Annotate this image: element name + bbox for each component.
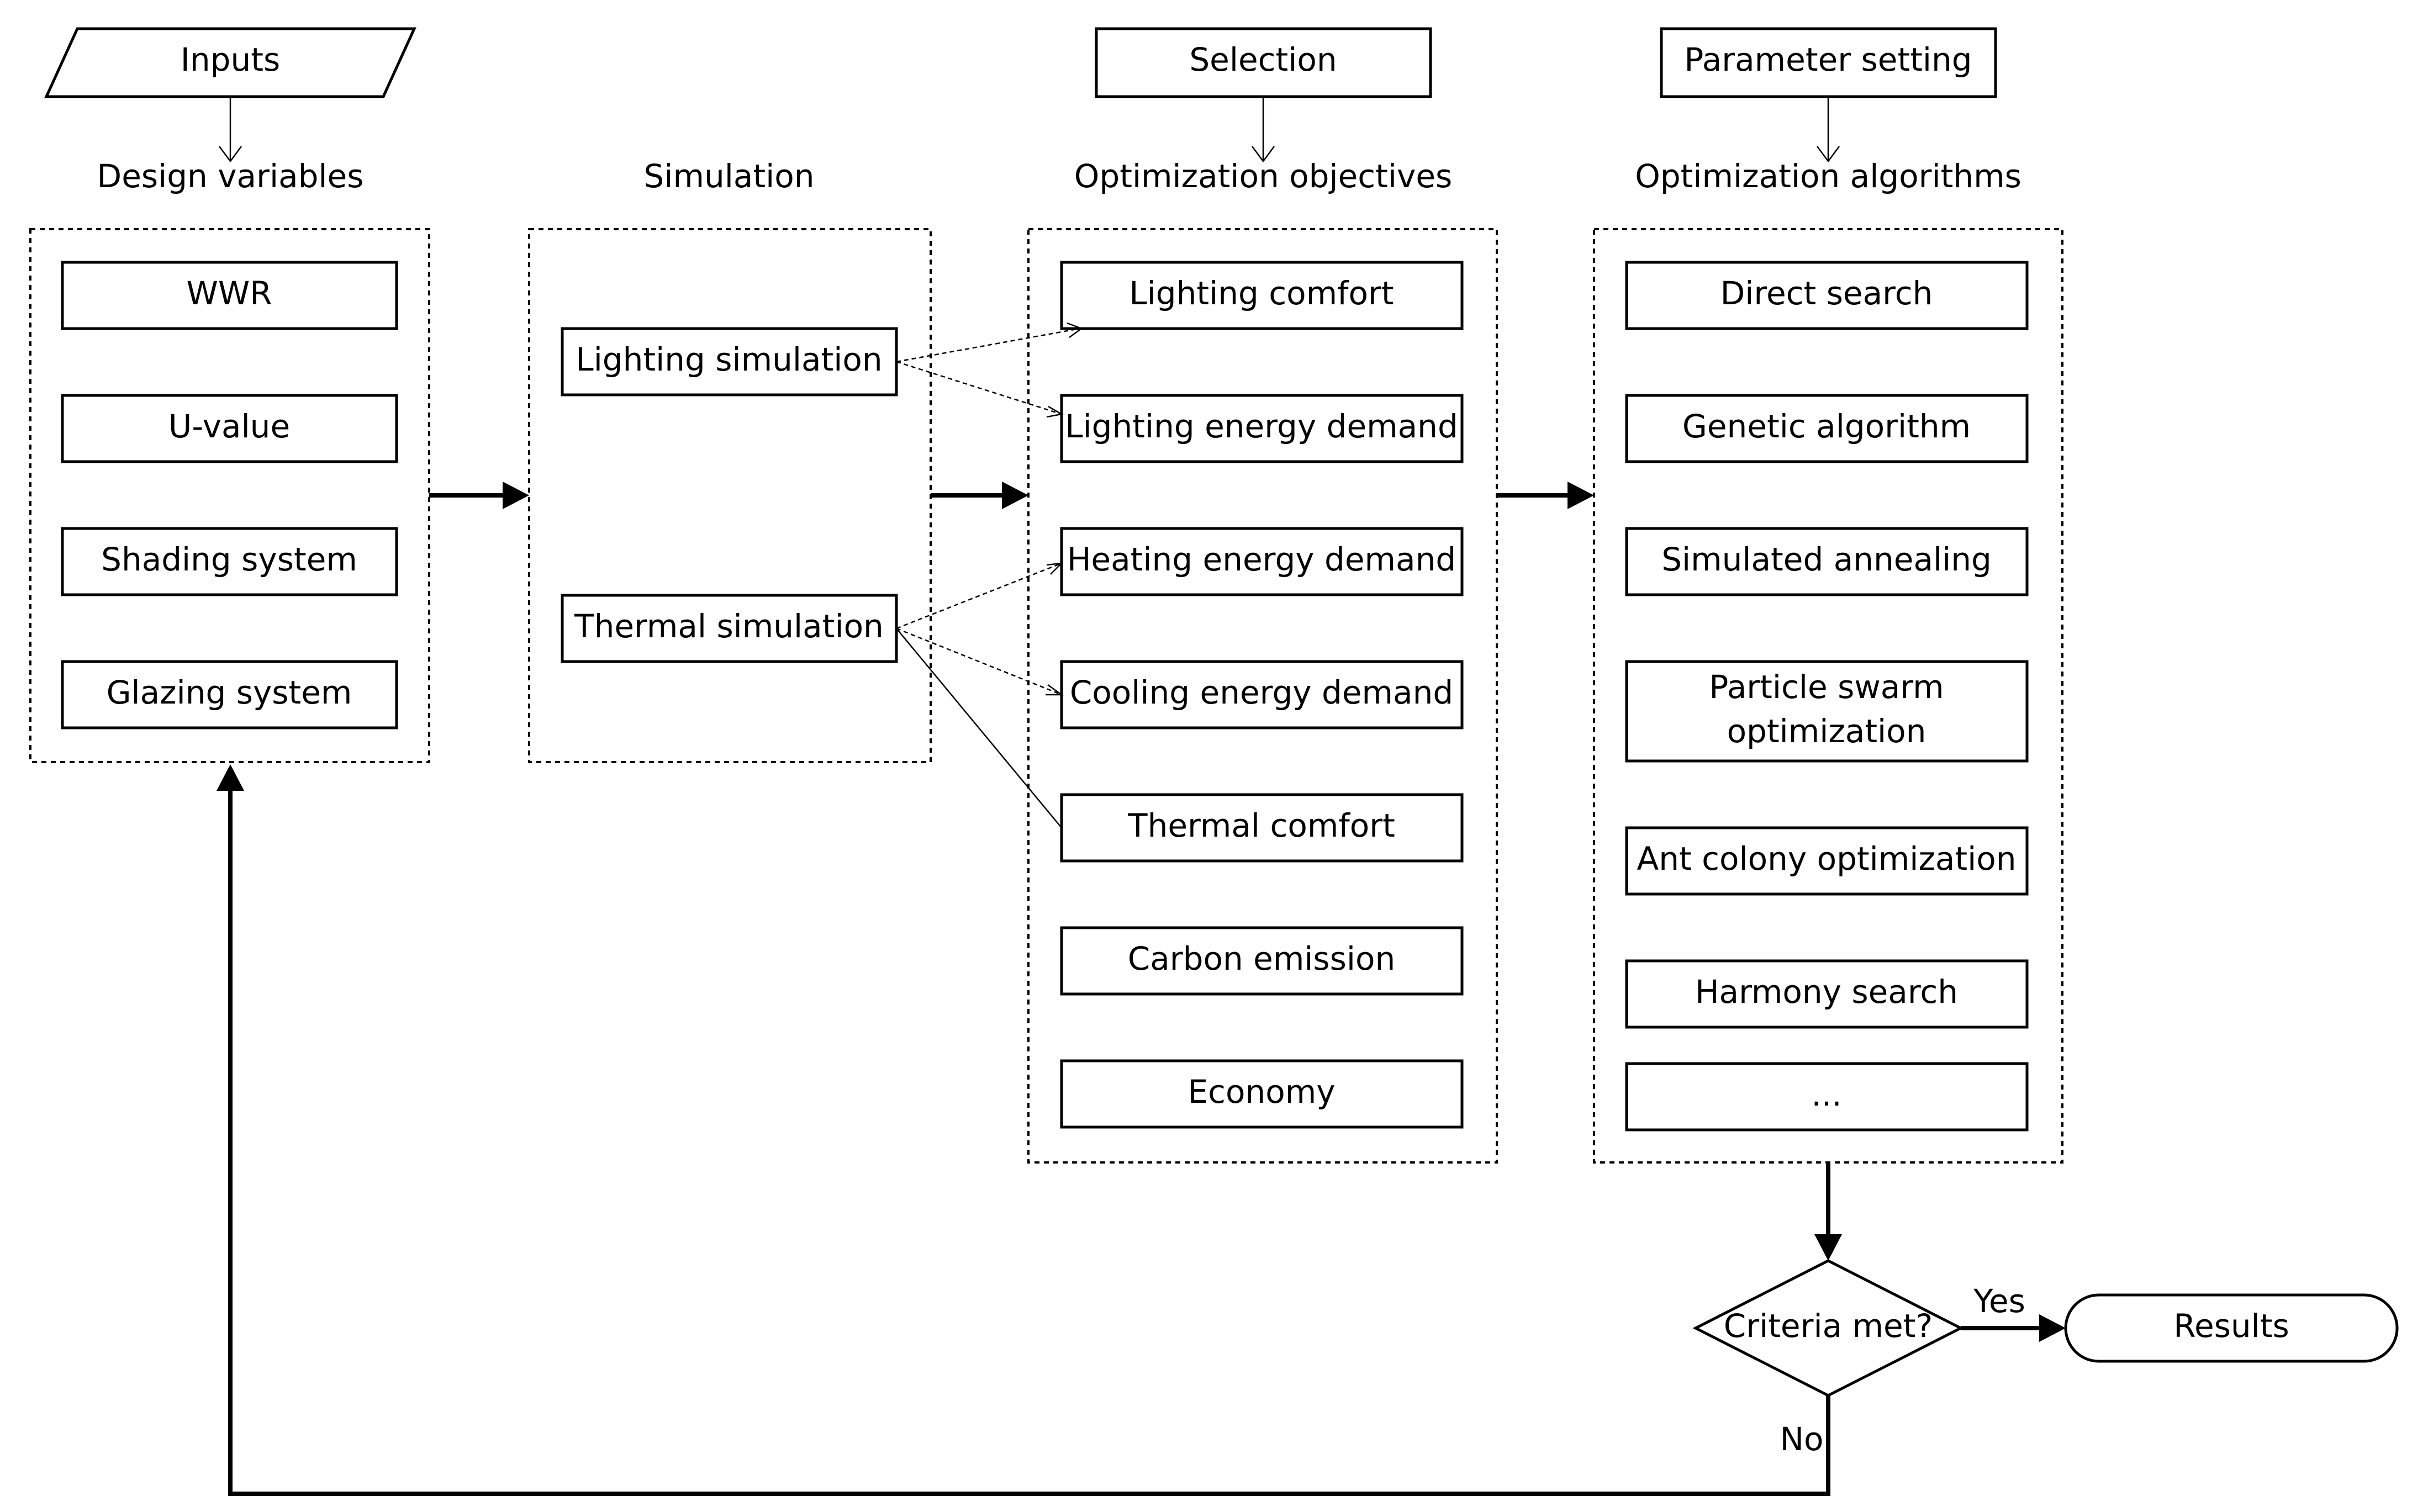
header-simulation: Simulation [644,157,815,195]
algorithm-harmony-search: Harmony search [1625,959,2029,1029]
algorithm-particle-swarm: Particle swarm optimization [1625,660,2029,763]
simulation-objective-links [896,322,1083,828]
svg-text:Cooling energy demand: Cooling energy demand [1070,674,1453,711]
svg-text:Lighting simulation: Lighting simulation [576,341,882,378]
objective-lighting-comfort: Lighting comfort [1060,261,1464,330]
svg-text:Heating energy demand: Heating energy demand [1067,541,1456,578]
flow-arrows [429,482,2066,1342]
svg-text:Genetic algorithm: Genetic algorithm [1682,408,1971,445]
criteria-label: Criteria met? [1724,1307,1933,1345]
selection-node: Selection [1095,27,1432,98]
criteria-decision: Criteria met? [1692,1259,1964,1397]
svg-text:Shading system: Shading system [101,541,357,578]
svg-text:optimization: optimization [1727,712,1927,750]
svg-text:Simulated annealing: Simulated annealing [1661,541,1992,578]
algorithm-more: ... [1625,1062,2029,1132]
svg-text:Thermal simulation: Thermal simulation [574,607,884,645]
selection-label: Selection [1189,41,1337,78]
svg-text:Lighting energy demand: Lighting energy demand [1065,408,1458,445]
design-variables-group [29,228,430,763]
svg-text:Direct search: Direct search [1720,274,1933,312]
header-optimization-algorithms: Optimization algorithms [1635,157,2022,195]
svg-text:Glazing system: Glazing system [107,674,352,711]
algorithm-ant-colony: Ant colony optimization [1625,826,2029,896]
no-label: No [1780,1420,1824,1458]
svg-text:Carbon emission: Carbon emission [1128,940,1395,977]
objective-lighting-energy-demand: Lighting energy demand [1060,394,1464,463]
feedback-loop-arrow [217,764,1830,1496]
parameter-setting-label: Parameter setting [1684,41,1972,78]
algorithm-direct-search: Direct search [1625,261,2029,330]
objectives-group [1027,228,1498,1164]
objective-economy: Economy [1060,1059,1464,1129]
svg-text:WWR: WWR [187,274,272,312]
header-optimization-objectives: Optimization objectives [1074,157,1453,195]
results-label: Results [2173,1307,2289,1345]
design-variable-shading-system: Shading system [61,527,398,596]
simulation-group [528,228,932,763]
lighting-simulation-node: Lighting simulation [561,327,898,396]
svg-text:Lighting comfort: Lighting comfort [1129,274,1394,312]
top-connectors [218,97,1840,163]
yes-label: Yes [1973,1282,2025,1320]
algorithm-genetic: Genetic algorithm [1625,394,2029,463]
results-node: Results [2064,1293,2399,1363]
svg-text:Harmony search: Harmony search [1695,973,1958,1011]
svg-text:Particle swarm: Particle swarm [1709,668,1944,706]
thermal-simulation-node: Thermal simulation [561,594,898,663]
design-variable-wwr: WWR [61,261,398,330]
svg-text:Economy: Economy [1187,1073,1335,1111]
svg-text:Ant colony optimization: Ant colony optimization [1637,840,2017,877]
design-variable-glazing-system: Glazing system [61,660,398,729]
algorithm-simulated-annealing: Simulated annealing [1625,527,2029,596]
inputs-label: Inputs [181,41,280,78]
objective-thermal-comfort: Thermal comfort [1060,793,1464,863]
objective-heating-energy-demand: Heating energy demand [1060,527,1464,596]
inputs-node: Inputs [44,27,416,98]
header-design-variables: Design variables [97,157,364,195]
parameter-setting-node: Parameter setting [1660,27,1997,98]
objective-carbon-emission: Carbon emission [1060,926,1464,996]
svg-text:U-value: U-value [168,408,290,445]
design-variable-u-value: U-value [61,394,398,463]
svg-text:Thermal comfort: Thermal comfort [1127,807,1395,844]
objective-cooling-energy-demand: Cooling energy demand [1060,660,1464,729]
svg-text:...: ... [1811,1076,1841,1113]
